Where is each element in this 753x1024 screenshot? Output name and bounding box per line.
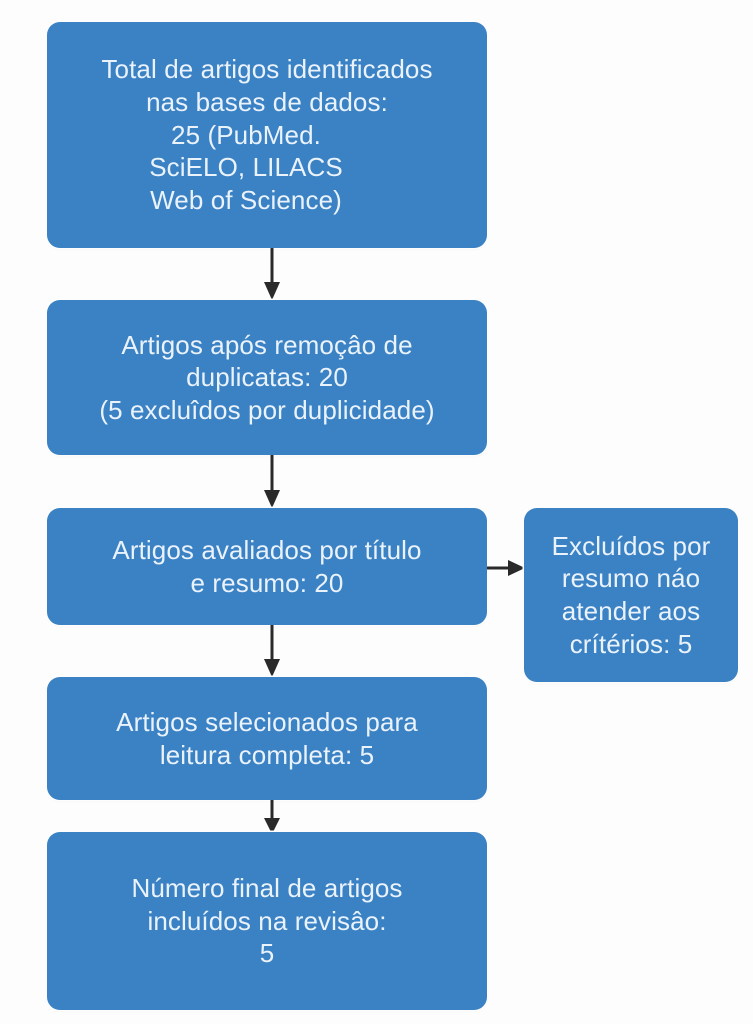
node-line: Total de artigos identificados [101, 54, 433, 85]
arrow-deduplicated-to-screened [262, 455, 282, 510]
node-line: (5 excluîdos por duplicidade) [99, 394, 435, 425]
node-line: Artigos após remoçâo de [121, 329, 413, 360]
node-line: incluídos na revisâo: [147, 905, 387, 936]
arrow-screened-to-excluded [487, 558, 527, 578]
node-line: crítérios: 5 [569, 628, 693, 659]
node-line: atender aos [561, 596, 701, 626]
node-line: 25 (PubMed. [171, 119, 321, 150]
node-line: nas bases de dados: [146, 87, 388, 118]
node-screened-title-abstract[interactable]: Artigos avaliados por título e resumo: 2… [47, 508, 487, 625]
node-line: Artigos avaliados por título [112, 534, 422, 565]
node-line: 5 [259, 938, 275, 969]
arrow-fulltext-to-included [262, 800, 282, 836]
node-line: SciELO, LILACS [149, 152, 343, 183]
node-line: Web of Science) [150, 184, 342, 215]
node-excluded-by-abstract[interactable]: Excluídos por resumo náo atender aos crí… [524, 508, 738, 682]
arrow-identified-to-deduplicated [262, 248, 282, 302]
node-line: Número final de artigos [131, 873, 403, 904]
node-total-identified[interactable]: Total de artigos identificados nas bases… [47, 22, 487, 248]
node-line: resumo náo [561, 563, 701, 594]
node-line: Artigos selecionados para [116, 706, 418, 737]
node-line: Excluídos por [551, 530, 711, 561]
node-final-included[interactable]: Número final de artigos incluídos na rev… [47, 832, 487, 1010]
node-line: e resumo: 20 [190, 567, 344, 598]
node-line: leitura completa: 5 [159, 739, 375, 770]
arrow-screened-to-fulltext [262, 625, 282, 679]
node-after-duplicate-removal[interactable]: Artigos após remoçâo de duplicatas: 20 (… [47, 300, 487, 455]
node-line: duplicatas: 20 [186, 362, 348, 393]
node-selected-full-text[interactable]: Artigos selecionados para leitura comple… [47, 677, 487, 800]
